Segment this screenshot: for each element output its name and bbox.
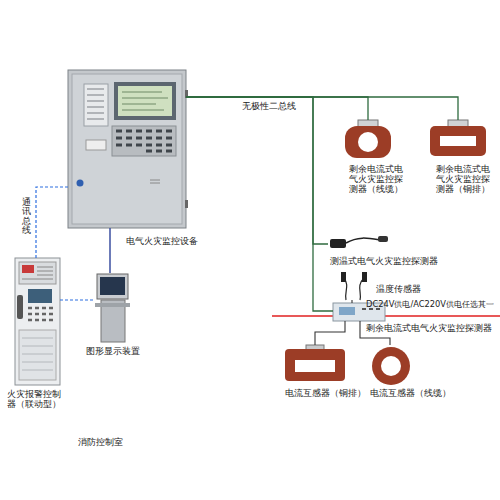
edge-label: 通讯总线	[22, 198, 31, 235]
node-label: 火灾报警控制器（联动型）	[3, 389, 65, 409]
current-transformer: 电流互感器（线缆）	[372, 345, 410, 385]
temperature-sensor	[341, 272, 346, 282]
fire-alarm-controller: 火灾报警控制器（联动型）	[15, 258, 60, 385]
power-note: DC24V供电/AC220V供电任选其一	[366, 300, 500, 310]
node-label: 测温式电气火灾监控探测器	[330, 256, 446, 266]
fire-alarm-controller	[19, 262, 56, 284]
bus-line	[109, 228, 111, 273]
bus-line	[186, 97, 328, 244]
room-label: 消防控制室	[78, 437, 138, 447]
monitor-cabinet	[118, 86, 172, 116]
bus-line	[315, 321, 345, 345]
bus-line	[186, 97, 458, 120]
node-label: 剩余电流式电气火灾监控探测器（线缆）	[345, 164, 407, 195]
monitor-cabinet	[114, 82, 176, 120]
current-transformer	[285, 349, 345, 381]
temperature-detector	[330, 239, 346, 248]
monitor-cabinet	[72, 74, 182, 224]
monitor-cabinet	[112, 126, 176, 156]
bus-line	[186, 97, 333, 311]
residual-current-detector	[345, 120, 391, 158]
current-transformer	[381, 356, 401, 376]
current-transformer: 电流互感器（铜排）	[285, 345, 345, 381]
fire-alarm-controller	[28, 289, 52, 303]
node-label: 剩余电流式电气火灾监控探测器（铜排）	[432, 164, 494, 195]
bus-line	[351, 300, 352, 303]
fire-alarm-controller	[22, 265, 34, 273]
current-transformer	[285, 345, 345, 381]
fire-alarm-controller	[22, 338, 53, 370]
node-label: 温度传感器	[376, 284, 428, 294]
current-transformer	[295, 360, 335, 372]
residual-current-detector	[430, 120, 486, 156]
current-transformer	[372, 347, 410, 385]
monitor-cabinet: 电气火灾监控设备	[68, 70, 186, 228]
edge-label: 无极性二总线	[242, 101, 296, 111]
monitor-cabinet	[87, 89, 104, 119]
monitor-cabinet	[77, 180, 84, 187]
temperature-detector	[330, 236, 388, 248]
temperature-detector: 测温式电气火灾监控探测器	[328, 234, 390, 250]
fire-alarm-controller	[19, 330, 56, 380]
residual-current-detector	[430, 126, 486, 156]
fire-alarm-controller	[17, 295, 23, 319]
graphic-display	[100, 277, 125, 295]
temperature-sensor: 温度传感器	[338, 272, 372, 300]
monitor-cabinet	[122, 92, 168, 110]
graphic-display	[95, 274, 130, 342]
residual-current-detector: 剩余电流式电气火灾监控探测器（线缆）	[343, 120, 393, 160]
residual-current-detector: 剩余电流式电气火灾监控探测器（铜排）	[428, 120, 488, 158]
monitor-cabinet	[86, 140, 106, 150]
fire-alarm-controller	[15, 258, 60, 385]
power-line	[272, 316, 500, 317]
monitor-cabinet	[116, 131, 172, 151]
fire-alarm-controller	[28, 308, 53, 320]
temperature-sensor	[341, 272, 367, 300]
monitor-cabinet	[68, 70, 188, 228]
detector-box	[339, 307, 355, 315]
monitor-cabinet	[68, 70, 186, 228]
node-label: 电流互感器（铜排）	[285, 388, 367, 398]
graphic-display	[97, 274, 128, 299]
node-label: 电气火灾监控设备	[126, 236, 200, 246]
temperature-sensor	[362, 272, 367, 282]
node-label: 图形显示装置	[84, 346, 142, 356]
temperature-detector	[378, 236, 388, 242]
graphic-display: 图形显示装置	[95, 273, 130, 343]
residual-current-detector	[358, 132, 378, 152]
monitor-cabinet	[150, 180, 160, 183]
residual-current-detector	[440, 136, 476, 146]
graphic-display	[95, 303, 130, 307]
monitor-cabinet	[84, 84, 108, 126]
bus-line	[186, 97, 368, 120]
communication-bus	[36, 187, 68, 258]
fire-alarm-controller	[15, 258, 60, 385]
fire-alarm-controller	[22, 267, 53, 279]
monitor-cabinet	[185, 200, 188, 208]
node-label: 电流互感器（线缆）	[370, 388, 452, 398]
residual-current-detector	[345, 126, 391, 158]
current-transformer	[372, 347, 410, 385]
node-label: 剩余电流式电气火灾监控探测器	[366, 323, 498, 333]
power-line	[272, 315, 500, 316]
temperature-detector	[346, 238, 380, 243]
communication-bus	[60, 299, 95, 300]
